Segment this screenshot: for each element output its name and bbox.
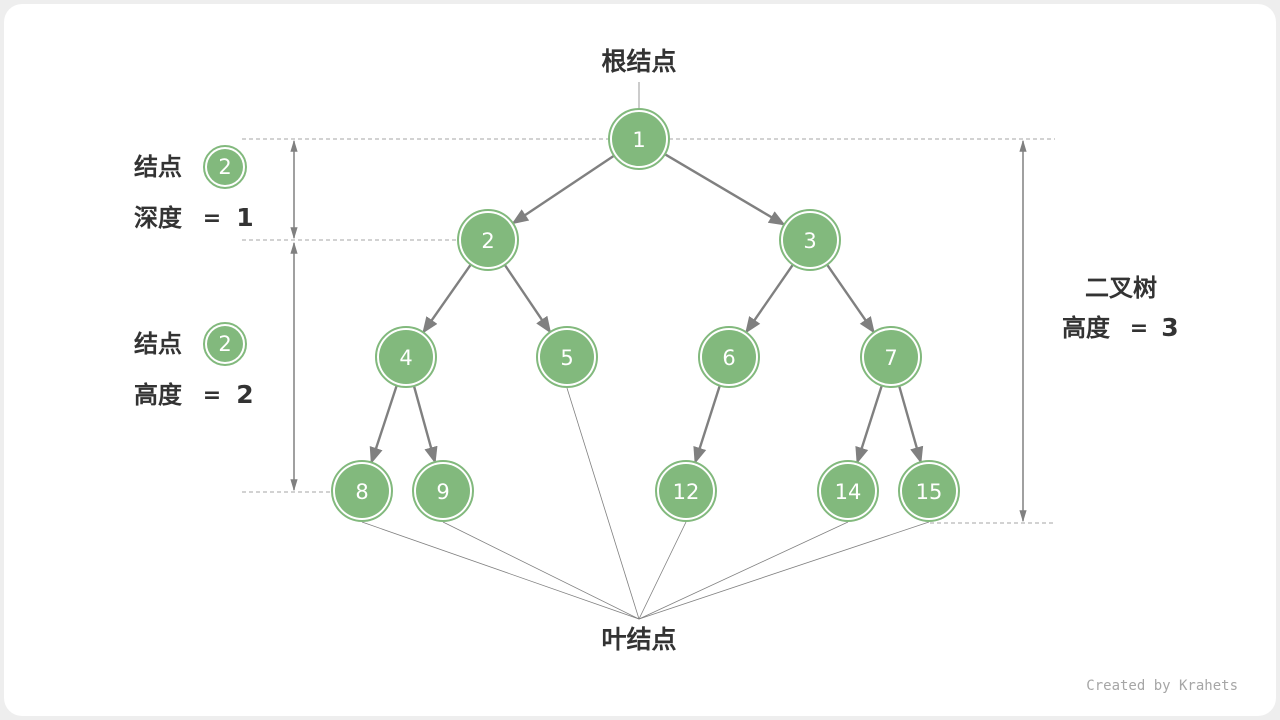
credit-text: Created by Krahets bbox=[1086, 678, 1238, 694]
dimension-arrows bbox=[290, 139, 1027, 523]
depth-legend-node-circle bbox=[207, 149, 243, 185]
leaf-pointer-n14 bbox=[638, 521, 849, 620]
tree-node-12: 12 bbox=[655, 460, 717, 522]
node-value: 3 bbox=[803, 229, 816, 253]
tree-node-3: 3 bbox=[779, 209, 841, 271]
edge-n4-n9 bbox=[412, 384, 438, 464]
node-circle bbox=[702, 330, 756, 384]
tree-height-value: 3 bbox=[1161, 313, 1178, 342]
depth-legend-node-value: 2 bbox=[218, 155, 231, 179]
tree-title: 二叉树 bbox=[1085, 274, 1157, 302]
tree-node-7: 7 bbox=[860, 326, 922, 388]
tree-edges bbox=[369, 152, 924, 465]
edge-n6-n12 bbox=[693, 384, 722, 465]
leaf-label: 叶结点 bbox=[601, 625, 676, 654]
depth-legend-node-word: 结点 bbox=[134, 153, 182, 181]
node-circle bbox=[783, 213, 837, 267]
tree-height-word: 高度 bbox=[1062, 314, 1111, 342]
depth-word: 深度 bbox=[134, 204, 183, 232]
node-value: 5 bbox=[560, 346, 573, 370]
depth-value: 1 bbox=[236, 203, 253, 232]
node-circle bbox=[335, 464, 389, 518]
depth-legend-node-ring bbox=[203, 145, 247, 189]
leaf-pointer-n15 bbox=[638, 521, 930, 620]
edge-n7-n15 bbox=[897, 384, 924, 464]
node-circle bbox=[864, 330, 918, 384]
depth-legend: 结点 2 深度 = 1 bbox=[134, 145, 254, 232]
node-circle bbox=[540, 330, 594, 384]
tree-node-6: 6 bbox=[698, 326, 760, 388]
edge-n7-n14 bbox=[855, 384, 884, 465]
tree-node-14: 14 bbox=[817, 460, 879, 522]
edge-n3-n6 bbox=[745, 263, 795, 334]
node-value: 4 bbox=[399, 346, 412, 370]
node-value: 12 bbox=[673, 480, 700, 504]
node-value: 7 bbox=[884, 346, 897, 370]
node-circle bbox=[612, 112, 666, 166]
node-height-equals: = bbox=[203, 383, 221, 408]
edge-n1-n2 bbox=[511, 154, 616, 225]
depth-equals: = bbox=[203, 206, 221, 231]
tree-height-legend: 二叉树 高度 = 3 bbox=[1062, 274, 1179, 342]
tree-node-1: 1 bbox=[608, 108, 670, 170]
height-legend-node-circle bbox=[207, 326, 243, 362]
node-value: 6 bbox=[722, 346, 735, 370]
node-value: 9 bbox=[436, 480, 449, 504]
node-value: 8 bbox=[355, 480, 368, 504]
tree-node-5: 5 bbox=[536, 326, 598, 388]
tree-node-8: 8 bbox=[331, 460, 393, 522]
edge-n2-n4 bbox=[422, 263, 473, 334]
tree-node-15: 15 bbox=[898, 460, 960, 522]
node-value: 14 bbox=[835, 480, 862, 504]
height-legend-node-ring bbox=[203, 322, 247, 366]
edge-n4-n8 bbox=[369, 384, 399, 465]
leaf-pointer-n12 bbox=[638, 521, 687, 620]
tree-node-2: 2 bbox=[457, 209, 519, 271]
leaf-pointer-n8 bbox=[361, 521, 640, 620]
node-circle bbox=[461, 213, 515, 267]
pointer-lines bbox=[361, 82, 930, 620]
node-circle bbox=[416, 464, 470, 518]
node-circle bbox=[821, 464, 875, 518]
node-circle bbox=[902, 464, 956, 518]
node-height-legend: 结点 2 高度 = 2 bbox=[134, 322, 254, 409]
node-value: 1 bbox=[632, 128, 645, 152]
edge-n1-n3 bbox=[663, 152, 786, 226]
node-value: 15 bbox=[916, 480, 943, 504]
leaf-pointer-n5 bbox=[566, 387, 640, 620]
tree-height-equals: = bbox=[1130, 316, 1148, 341]
edge-n2-n5 bbox=[503, 263, 552, 334]
tree-node-4: 4 bbox=[375, 326, 437, 388]
leaf-pointer-n9 bbox=[442, 521, 640, 620]
height-legend-node-word: 结点 bbox=[134, 330, 182, 358]
node-circle bbox=[379, 330, 433, 384]
node-value: 2 bbox=[481, 229, 494, 253]
height-legend-node-value: 2 bbox=[218, 332, 231, 356]
node-height-word: 高度 bbox=[134, 381, 183, 409]
edge-n3-n7 bbox=[825, 263, 875, 334]
node-height-value: 2 bbox=[236, 380, 253, 409]
node-circle bbox=[659, 464, 713, 518]
tree-node-9: 9 bbox=[412, 460, 474, 522]
root-label: 根结点 bbox=[601, 47, 676, 76]
